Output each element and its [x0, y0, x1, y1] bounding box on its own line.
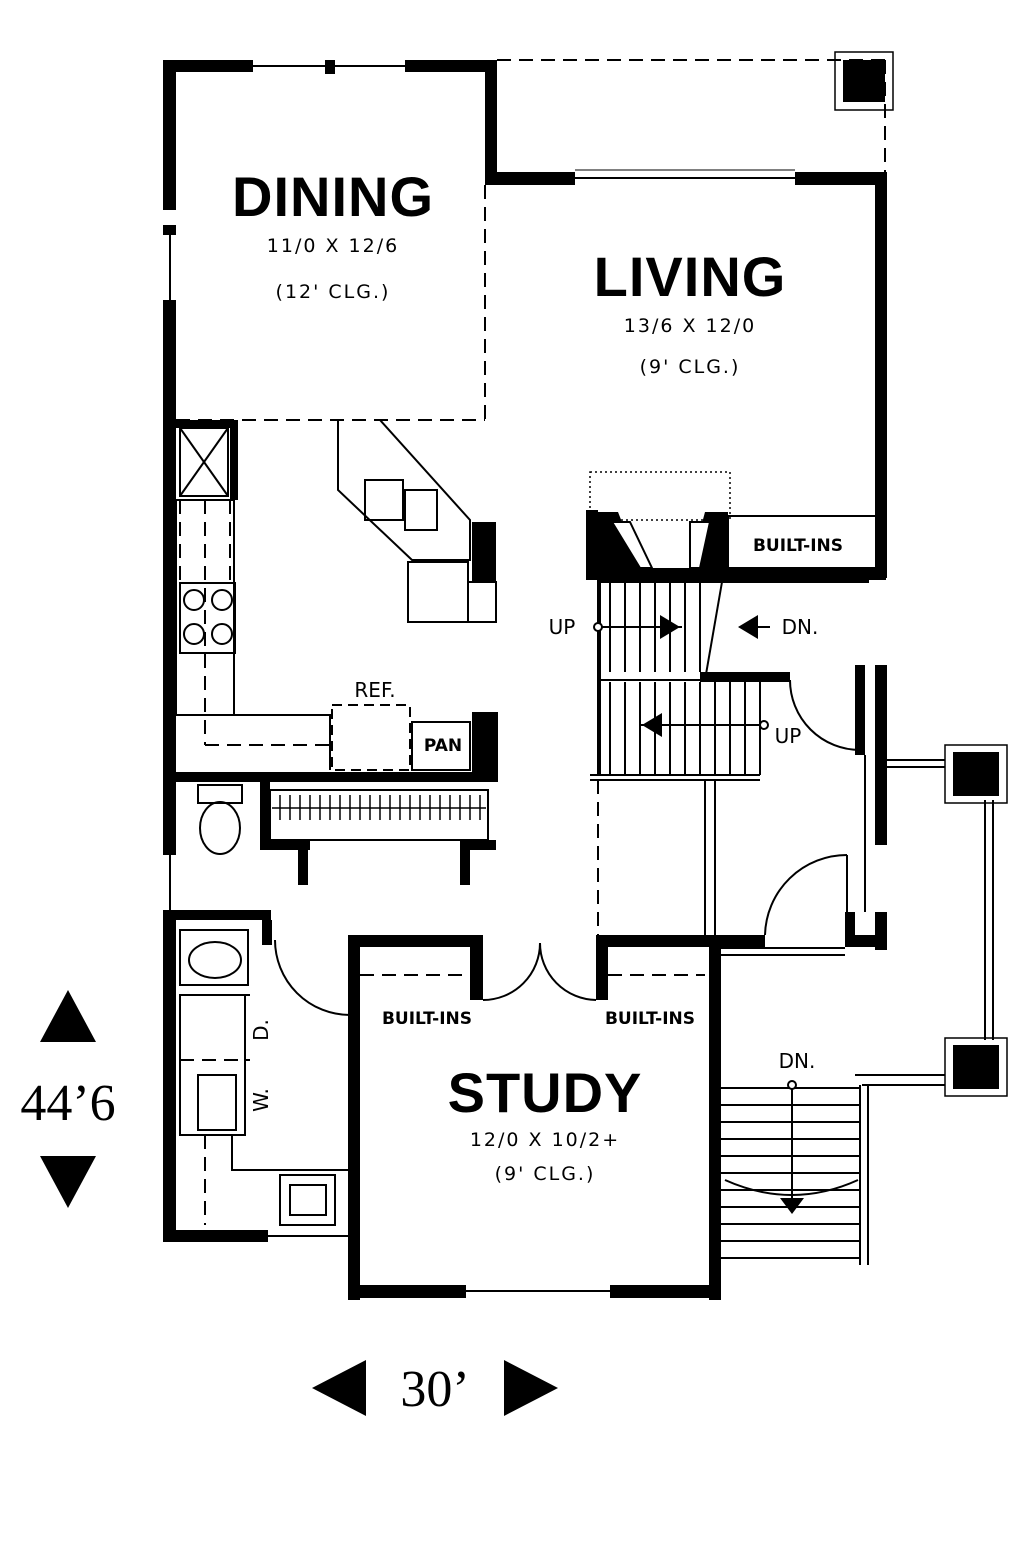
ref-label: REF. [354, 678, 395, 702]
pan-label: PAN [424, 736, 462, 756]
arrow-up-icon [40, 990, 96, 1042]
built-ins-study-right-label: BUILT-INS [605, 1009, 695, 1029]
walls [163, 60, 887, 1300]
washer-label: W. [249, 1088, 273, 1112]
dining-name: DINING [232, 165, 434, 228]
study-ceiling: (9' CLG.) [495, 1163, 596, 1185]
dashed-lines [176, 59, 886, 1225]
width-dimension: 30’ [312, 1360, 558, 1418]
dining-size: 11/0 X 12/6 [267, 235, 399, 257]
stair-up-lower-label: UP [775, 724, 802, 748]
living-ceiling: (9' CLG.) [640, 356, 741, 378]
arrow-right-icon [504, 1360, 558, 1416]
width-value: 30’ [400, 1361, 469, 1418]
stair-arrows [593, 615, 769, 737]
arrow-down-icon [40, 1156, 96, 1208]
study-size: 12/0 X 10/2+ [470, 1129, 620, 1151]
built-ins-study-left-label: BUILT-INS [382, 1009, 472, 1029]
stair-down-label: DN. [782, 615, 819, 639]
built-ins-living-label: BUILT-INS [753, 536, 843, 556]
dryer-label: D. [249, 1019, 273, 1041]
thin-lines [169, 65, 994, 1292]
fireplace [598, 512, 877, 569]
stair-up-label: UP [549, 615, 576, 639]
arrow-left-icon [312, 1360, 366, 1416]
living-name: LIVING [594, 245, 787, 308]
dining-ceiling: (12' CLG.) [276, 281, 391, 303]
door-swings [274, 679, 861, 1016]
fireplace-hearth [589, 471, 731, 521]
depth-dimension: 44’6 [20, 990, 116, 1208]
bath-fixtures [179, 784, 348, 1226]
kitchen-fixtures [175, 419, 497, 841]
porch-down-label: DN. [779, 1049, 816, 1073]
closet-rod-ticks [272, 795, 486, 820]
stairs [590, 579, 869, 781]
study-name: STUDY [448, 1061, 643, 1124]
depth-value: 44’6 [20, 1075, 115, 1132]
porch [721, 51, 1008, 1265]
living-size: 13/6 X 12/0 [624, 315, 756, 337]
